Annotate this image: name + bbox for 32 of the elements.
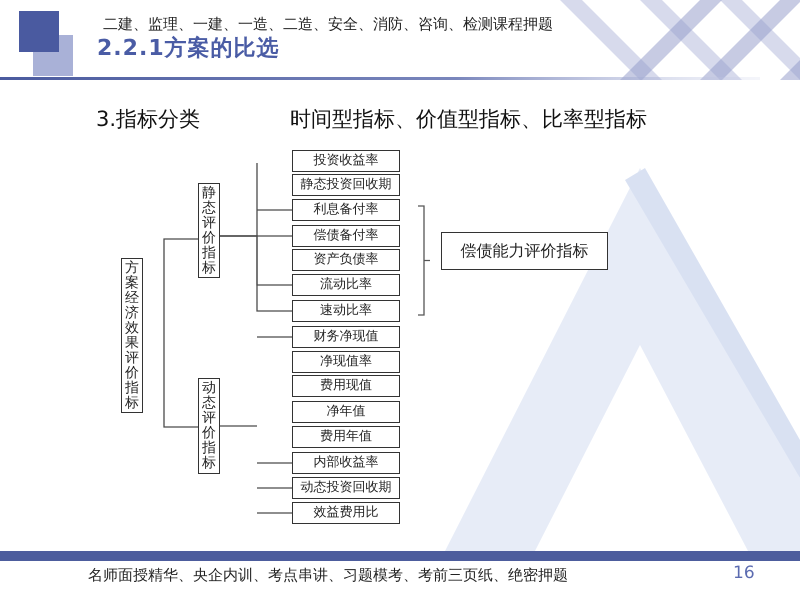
- connector-line: [257, 336, 292, 338]
- category-box: 静态评价指标: [198, 183, 220, 278]
- indicator-box: 动态投资回收期: [292, 477, 400, 499]
- slide-title: 2.2.1方案的比选: [97, 34, 280, 63]
- indicator-box: 资产负债率: [292, 249, 400, 271]
- connector-line: [220, 425, 257, 427]
- indicator-box: 费用年值: [292, 426, 400, 448]
- category-box: 动态评价指标: [198, 378, 220, 474]
- indicator-box: 净年值: [292, 401, 400, 423]
- subheading: 时间型指标、价值型指标、比率型指标: [290, 106, 647, 133]
- connector-line: [163, 238, 198, 428]
- indicator-box: 费用现值: [292, 375, 400, 397]
- footer-text: 名师面授精华、央企内训、考点串讲、习题模考、考前三页纸、绝密押题: [88, 566, 568, 585]
- indicator-box: 财务净现值: [292, 326, 400, 348]
- indicator-box: 利息备付率: [292, 199, 400, 221]
- indicator-box: 流动比率: [292, 274, 400, 296]
- connector-line: [257, 487, 292, 489]
- indicator-box: 净现值率: [292, 351, 400, 373]
- header-text: 二建、监理、一建、一造、二造、安全、消防、咨询、检测课程押题: [103, 15, 553, 34]
- indicator-box: 投资收益率: [292, 150, 400, 172]
- indicator-box: 速动比率: [292, 300, 400, 322]
- category-box: 方案经济效果评价指标: [121, 258, 143, 413]
- connector-line: [220, 235, 292, 312]
- connector-line: [257, 512, 292, 514]
- indicator-box: 内部收益率: [292, 452, 400, 474]
- connector-line: [257, 462, 292, 464]
- page-number: 16: [733, 563, 755, 583]
- section-heading: 3.指标分类: [96, 106, 200, 133]
- indicator-box: 静态投资回收期: [292, 174, 400, 196]
- indicator-box: 偿债备付率: [292, 225, 400, 247]
- group-box: 偿债能力评价指标: [441, 232, 608, 270]
- indicator-box: 效益费用比: [292, 502, 400, 524]
